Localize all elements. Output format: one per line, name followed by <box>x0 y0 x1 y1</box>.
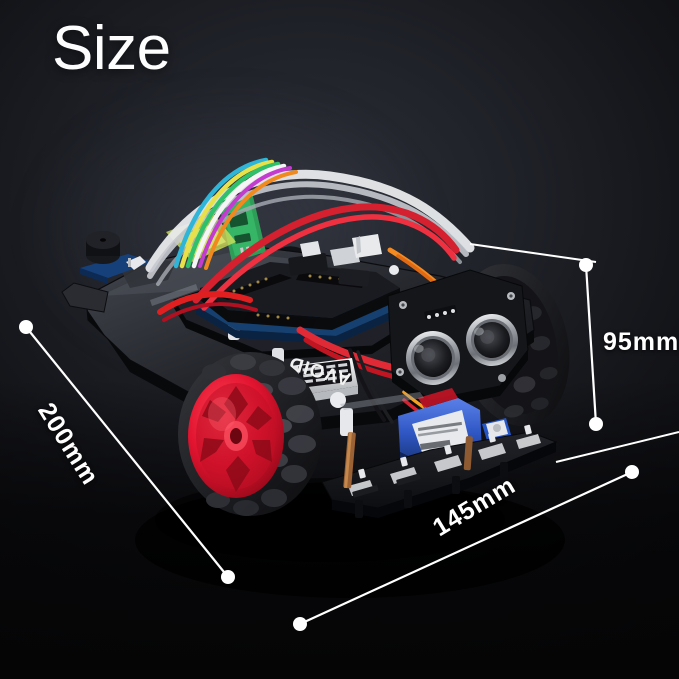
dimension-leader-bottom <box>555 431 679 463</box>
dimension-endpoint-145mm-end <box>625 465 639 479</box>
dimension-endpoint-200mm-end <box>221 570 235 584</box>
wheel-front-left <box>178 352 322 516</box>
dimension-leader-top <box>469 243 597 263</box>
ultrasonic-sensor <box>387 269 529 410</box>
dimension-endpoint-145mm-start <box>293 617 307 631</box>
dimension-endpoint-95mm-end <box>589 417 603 431</box>
dimension-label-95mm: 95mm <box>603 328 679 356</box>
page-title: Size <box>52 14 171 83</box>
dimension-line-200mm <box>25 326 229 578</box>
dimension-line-95mm <box>584 264 598 425</box>
dimension-endpoint-200mm-start <box>19 320 33 334</box>
arduino-shield-stack <box>196 234 404 344</box>
buzzer-module <box>80 231 152 284</box>
chassis-highlights <box>150 284 424 410</box>
line-tracking-board <box>321 424 558 518</box>
dimension-line-145mm <box>299 470 633 626</box>
